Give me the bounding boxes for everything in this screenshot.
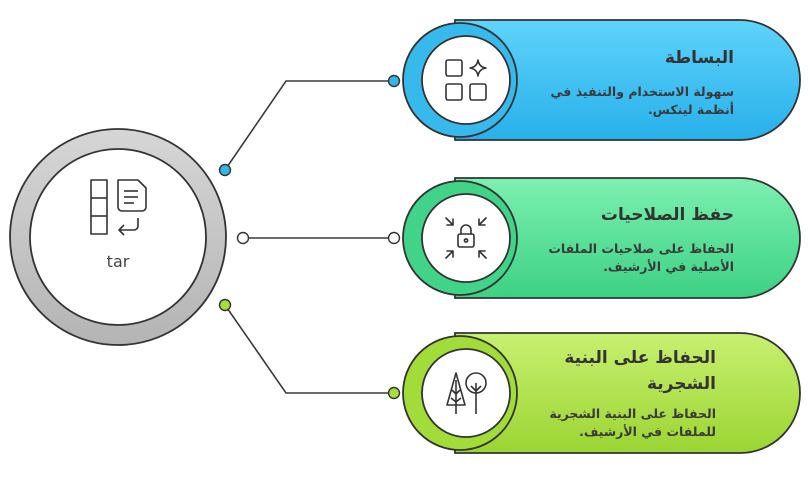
card-2-title: حفظ الصلاحيات	[600, 205, 734, 225]
card-3-description: الحفاظ على البنية الشجرية للملفات في الأ…	[549, 406, 716, 439]
trees-icon	[446, 372, 487, 414]
connector-dot-hub-2	[236, 231, 250, 245]
card-1-description: سهولة الاستخدام والتنفيذ في أنظمة لينكس.	[550, 84, 734, 117]
connector-line-1	[224, 80, 392, 171]
connector-dot-hub-1	[218, 163, 232, 177]
connector-line-3	[224, 304, 392, 394]
connector-dot-card-2	[387, 231, 401, 245]
lock-compress-icon	[445, 217, 487, 259]
hub-label: tar	[106, 252, 130, 271]
card-3-text: الحفاظ على البنية الشجرية الحفاظ على الب…	[546, 345, 716, 441]
archive-extract-icon	[90, 179, 147, 236]
card-2-description: الحفاظ على صلاحيات الملفات الأصلية في ال…	[548, 241, 734, 274]
connector-dot-card-3	[387, 386, 401, 400]
connector-dot-hub-3	[218, 298, 232, 312]
connector-dot-card-1	[387, 74, 401, 88]
card-2	[402, 177, 801, 299]
card-3-title: الحفاظ على البنية الشجرية	[564, 348, 716, 394]
card-2-text: حفظ الصلاحيات الحفاظ على صلاحيات الملفات…	[546, 202, 734, 276]
card-1-title: البساطة	[664, 48, 734, 68]
hub-circle	[9, 128, 227, 346]
card-1-text: البساطة سهولة الاستخدام والتنفيذ في أنظم…	[546, 45, 734, 119]
card-3	[402, 332, 801, 454]
card-1	[402, 19, 801, 141]
apps-grid-sparkle-icon	[445, 59, 487, 101]
